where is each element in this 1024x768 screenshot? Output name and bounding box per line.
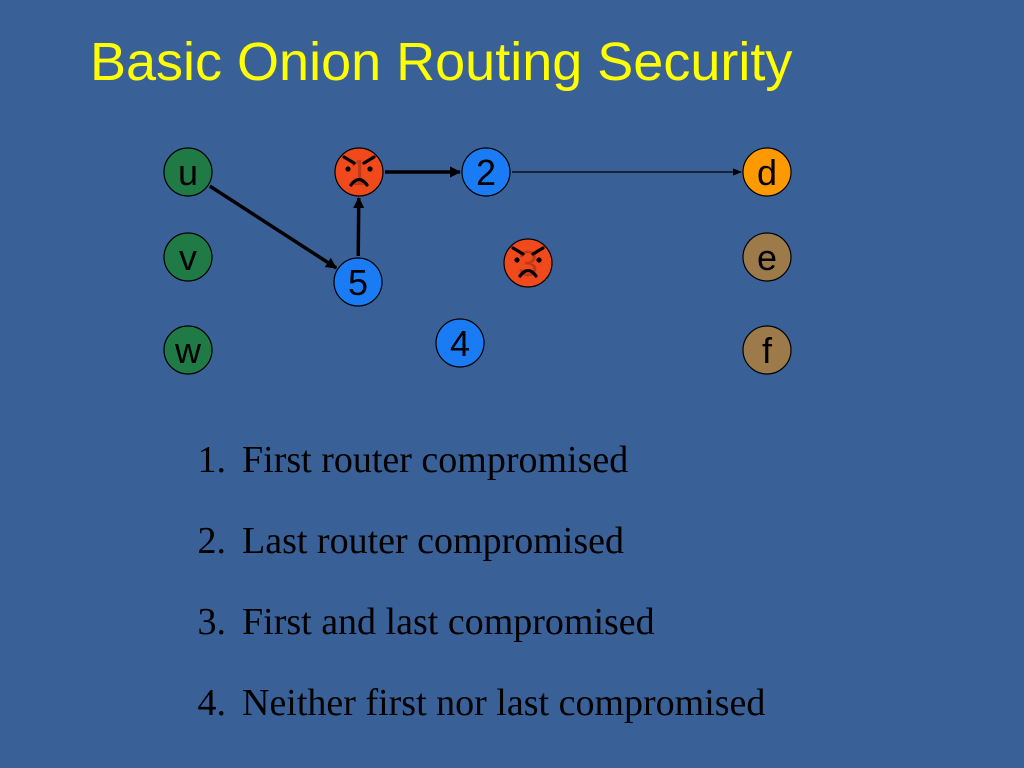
router-node-5: 5 xyxy=(333,257,383,307)
list-item: 3. First and last compromised xyxy=(160,600,765,681)
list-item-number: 2. xyxy=(197,520,227,562)
user-node-u: u xyxy=(163,147,213,197)
user-node-label: w xyxy=(174,330,202,371)
slide-title: Basic Onion Routing Security xyxy=(90,32,793,92)
router-node-circle xyxy=(461,147,511,197)
list-item-number: 1. xyxy=(197,439,227,481)
router-node-label: 3 xyxy=(518,243,538,284)
router-node-label: 4 xyxy=(450,323,470,364)
user-node-circle xyxy=(163,147,213,197)
router-node-circle xyxy=(333,257,383,307)
router-node-4: 4 xyxy=(435,318,485,368)
path-arrow-r5-to-r1 xyxy=(353,196,365,257)
destination-node-circle xyxy=(742,232,792,282)
user-node-circle xyxy=(163,325,213,375)
path-edges xyxy=(208,166,742,270)
list-item: 1. First router compromised xyxy=(160,438,765,519)
router-node-circle xyxy=(435,318,485,368)
list-item-number: 3. xyxy=(197,601,227,643)
router-node-label: 1 xyxy=(349,152,369,193)
list-item: 2. Last router compromised xyxy=(160,519,765,600)
list-item-number: 4. xyxy=(197,682,227,724)
destination-node-circle xyxy=(742,147,792,197)
router-node-3: 3 xyxy=(503,238,553,288)
angry-face-icon xyxy=(511,246,545,278)
destination-node-e: e xyxy=(742,232,792,282)
router-node-label: 5 xyxy=(348,262,368,303)
user-node-label: v xyxy=(179,237,197,278)
destination-node-label: d xyxy=(757,152,777,193)
destination-node-f: f xyxy=(742,325,792,375)
destination-node-label: e xyxy=(757,237,777,278)
destination-node-label: f xyxy=(762,330,773,371)
user-node-v: v xyxy=(163,232,213,282)
list-item: 4. Neither first nor last compromised xyxy=(160,681,766,762)
list-item-text: Last router compromised xyxy=(242,520,625,562)
destination-node-d: d xyxy=(742,147,792,197)
compromise-cases-list: 1. First router compromised 2. Last rout… xyxy=(160,438,766,762)
path-arrow-u-to-r5 xyxy=(208,184,338,270)
network-nodes: u v w 1 2 3 4 5 d e f xyxy=(163,147,792,375)
router-node-1: 1 xyxy=(334,147,384,197)
user-node-label: u xyxy=(178,152,198,193)
list-item-text: Neither first nor last compromised xyxy=(242,682,766,724)
user-node-w: w xyxy=(163,325,213,375)
router-node-label: 2 xyxy=(476,152,496,193)
list-item-text: First router compromised xyxy=(242,439,629,481)
destination-node-circle xyxy=(742,325,792,375)
list-item-text: First and last compromised xyxy=(242,601,655,643)
router-node-2: 2 xyxy=(461,147,511,197)
user-node-circle xyxy=(163,232,213,282)
angry-face-icon xyxy=(342,155,376,187)
